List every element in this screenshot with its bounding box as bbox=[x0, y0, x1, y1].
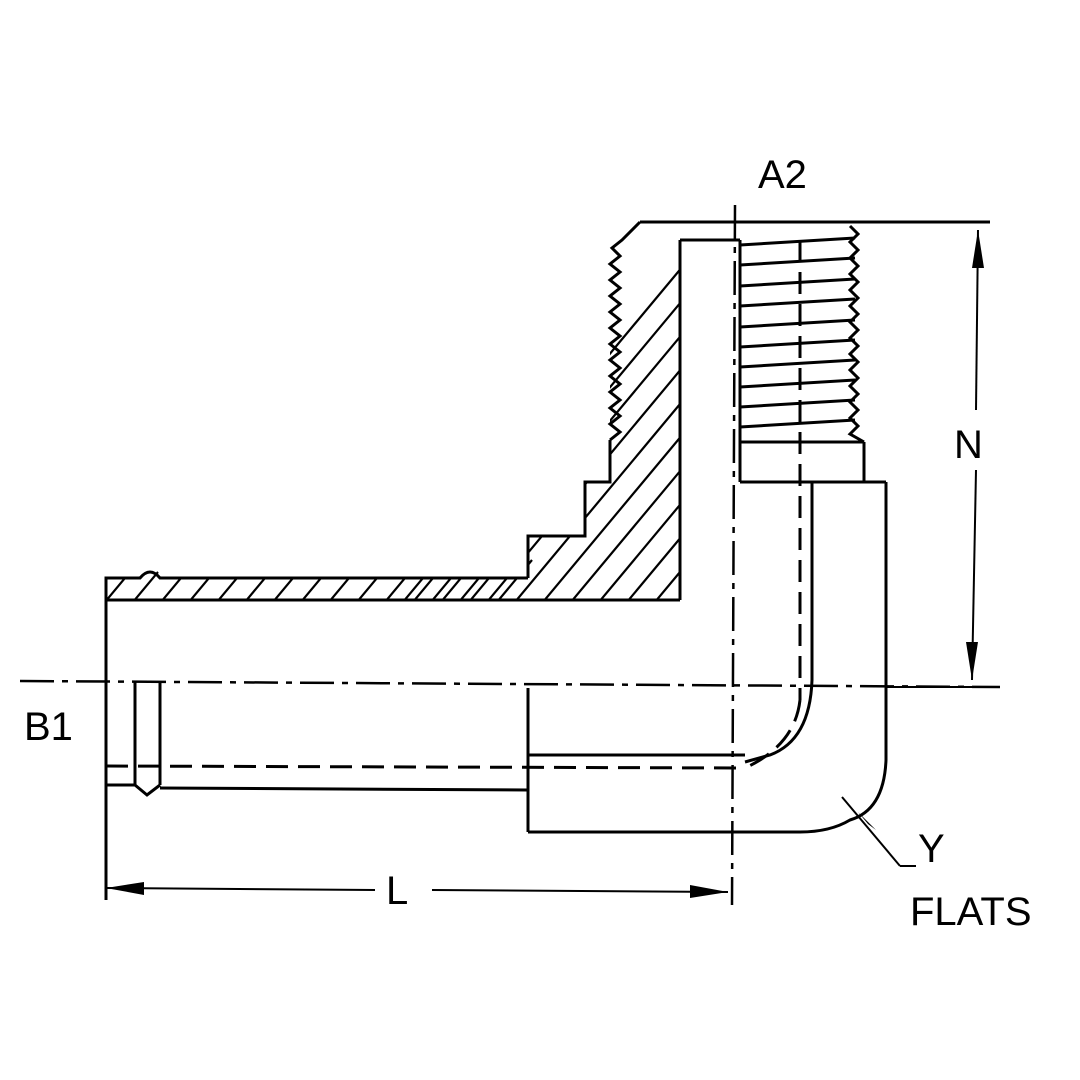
label-l: L bbox=[386, 869, 408, 913]
fitting-section-outline bbox=[104, 220, 990, 900]
section-hatching bbox=[106, 222, 680, 600]
label-y: Y bbox=[918, 827, 945, 871]
label-n: N bbox=[954, 423, 983, 467]
label-flats: FLATS bbox=[910, 890, 1032, 934]
dimension-l bbox=[105, 882, 729, 898]
label-a2: A2 bbox=[758, 153, 807, 197]
external-thread-view bbox=[526, 224, 888, 834]
hidden-lines bbox=[105, 240, 802, 770]
hose-barb bbox=[106, 682, 529, 797]
center-lines bbox=[19, 204, 1001, 906]
label-b1: B1 bbox=[24, 705, 73, 749]
dimension-y-flats bbox=[841, 796, 916, 867]
dimension-n bbox=[886, 229, 985, 688]
